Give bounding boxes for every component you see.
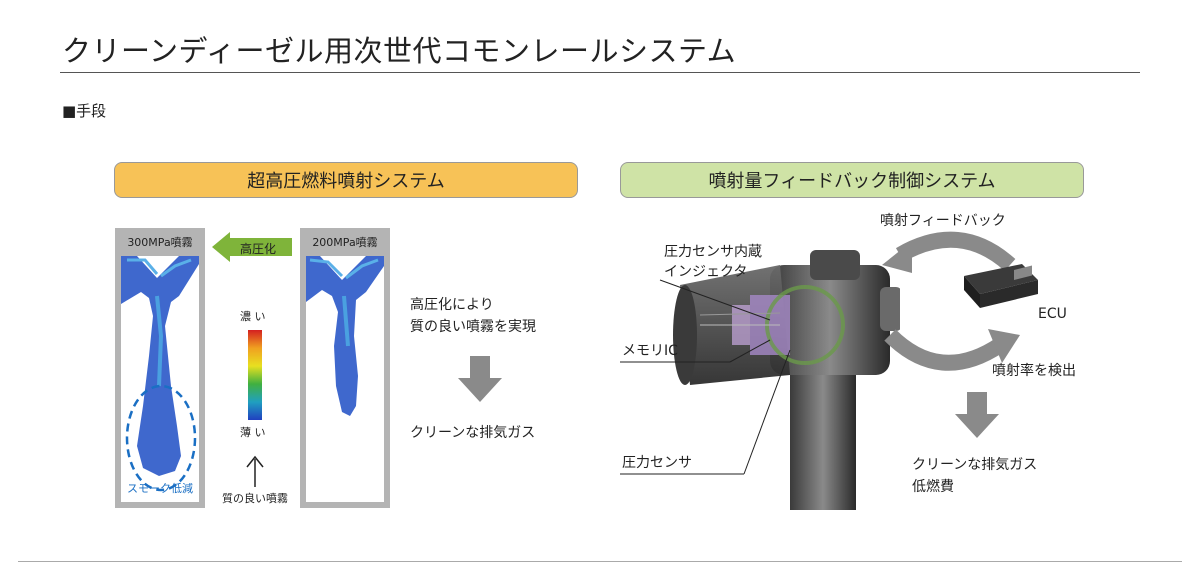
memory-ic-label: メモリIC	[622, 343, 678, 359]
right-result-label: クリーンな排気ガス 低燃費	[912, 454, 1037, 498]
spray-200mpa-panel: 200MPa噴霧	[300, 228, 390, 508]
injector-label-line-2: インジェクタ	[664, 264, 748, 280]
down-arrow-icon-2	[955, 392, 999, 438]
result-line-1: 高圧化により	[410, 297, 494, 313]
feedback-loop-arrows-icon	[882, 231, 1020, 371]
right-result-line-1: クリーンな排気ガス	[912, 457, 1038, 473]
ultra-high-pressure-heading: 超高圧燃料噴射システム	[114, 162, 578, 198]
feedback-control-heading-text: 噴射量フィードバック制御システム	[708, 171, 996, 192]
result-line-2: 質の良い噴霧を実現	[410, 319, 536, 335]
concentration-color-scale	[248, 330, 262, 420]
title-divider	[60, 72, 1140, 73]
injector-illustration	[673, 250, 900, 510]
detect-rate-label: 噴射率を検出	[992, 363, 1076, 379]
pressure-sensor-label: 圧力センサ	[622, 455, 692, 471]
up-arrow-icon	[246, 455, 264, 487]
high-pressure-arrow-icon	[212, 232, 292, 262]
spray-200mpa-image	[306, 256, 384, 502]
spray-200mpa-label: 200MPa噴霧	[312, 236, 378, 249]
callout-lines	[620, 279, 791, 475]
spray-300mpa-panel: 300MPa噴霧 スモーク低減	[115, 228, 205, 508]
ecu-icon	[964, 264, 1038, 308]
good-spray-label: 質の良い噴霧	[222, 492, 288, 505]
right-result-line-2: 低燃費	[912, 479, 954, 495]
clean-exhaust-label: クリーンな排気ガス	[410, 425, 536, 441]
spray-300mpa-plume	[121, 256, 199, 492]
smoke-reduction-label: スモーク低減	[127, 482, 193, 495]
section-label: ■手段	[62, 102, 107, 120]
injector-label: 圧力センサ内蔵 インジェクタ	[664, 242, 762, 282]
ecu-label: ECU	[1038, 306, 1067, 322]
page-title: クリーンディーゼル用次世代コモンレールシステム	[62, 34, 737, 68]
feedback-control-heading: 噴射量フィードバック制御システム	[620, 162, 1084, 198]
scale-thin-label: 薄 い	[240, 426, 266, 439]
spray-300mpa-label: 300MPa噴霧	[127, 236, 193, 249]
result-description: 高圧化により 質の良い噴霧を実現	[410, 294, 536, 338]
injector-label-line-1: 圧力センサ内蔵	[664, 244, 762, 260]
down-arrow-icon	[458, 356, 502, 402]
bottom-divider	[18, 561, 1182, 562]
scale-dense-label: 濃 い	[240, 310, 266, 323]
spray-200mpa-plume	[306, 256, 384, 416]
high-pressure-arrow-label: 高圧化	[239, 242, 276, 256]
spray-300mpa-image: スモーク低減	[121, 256, 199, 502]
ultra-high-pressure-heading-text: 超高圧燃料噴射システム	[247, 171, 445, 192]
feedback-label: 噴射フィードバック	[880, 213, 1006, 229]
